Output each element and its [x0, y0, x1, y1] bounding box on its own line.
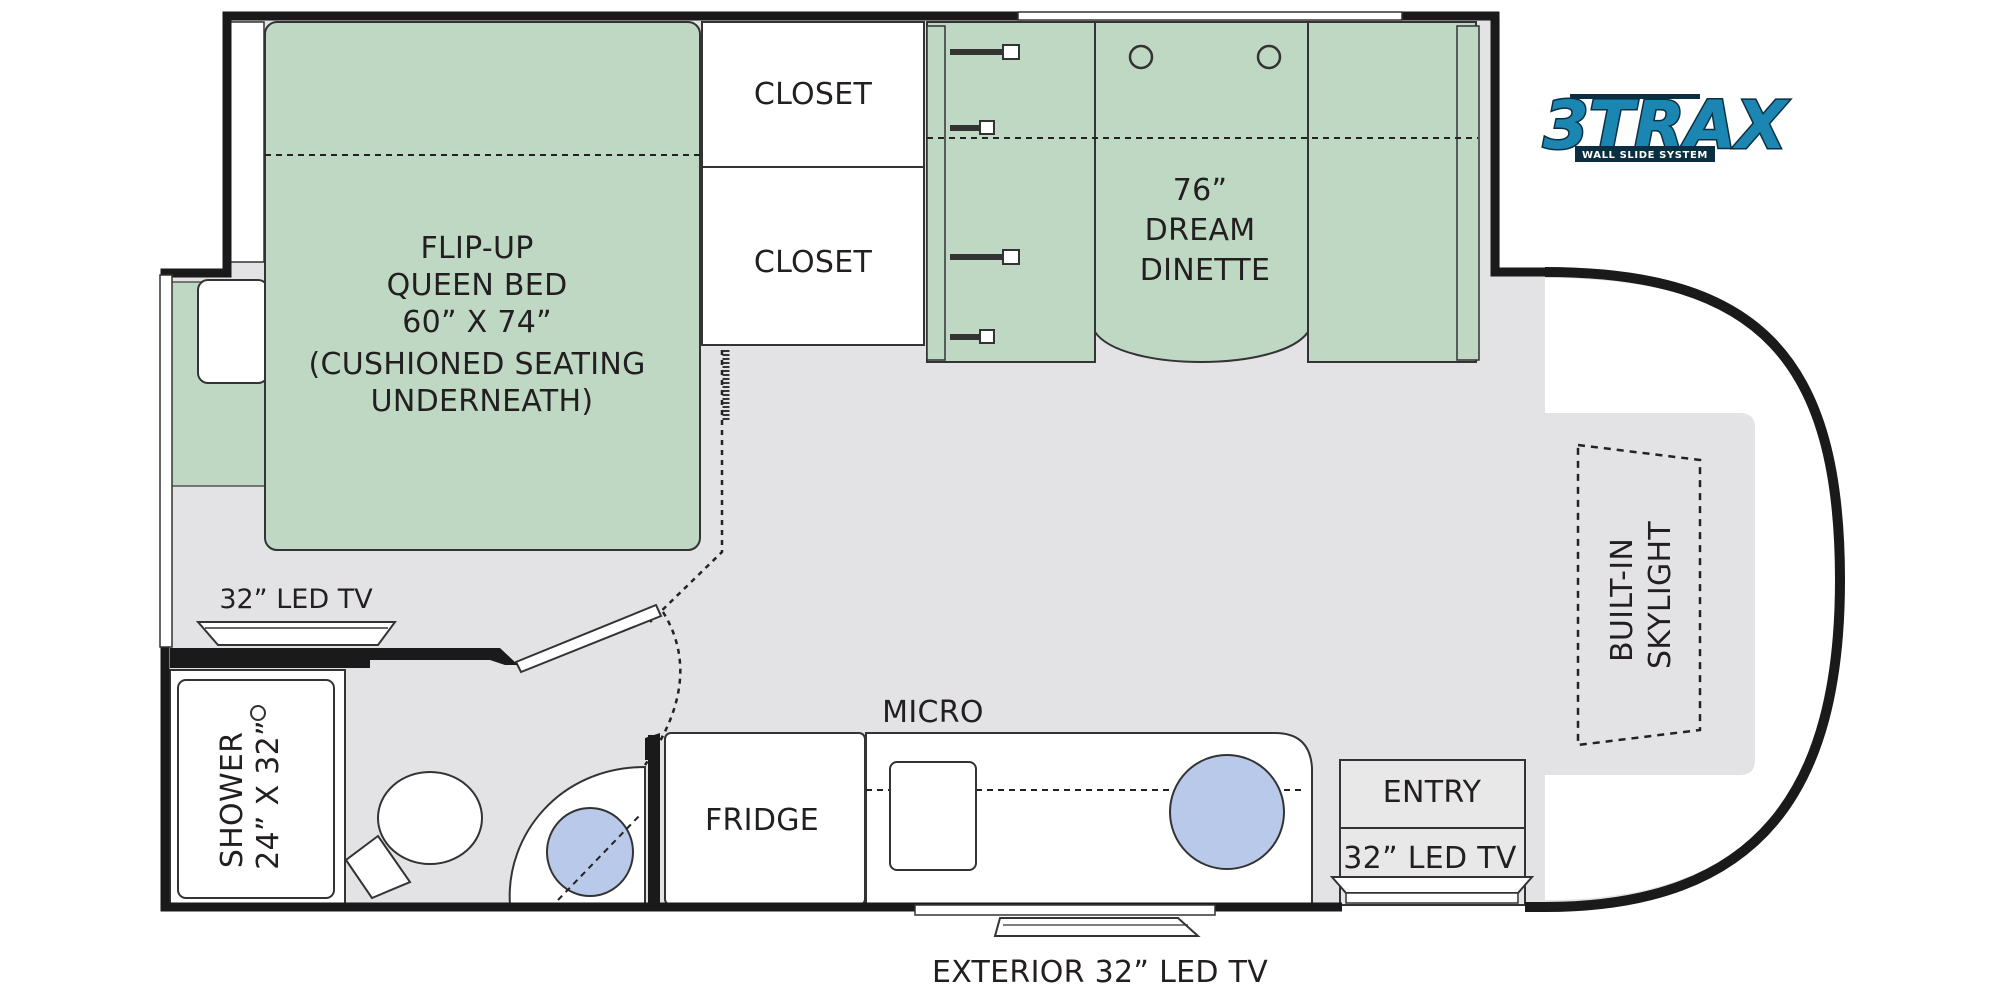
logo-stripe-top	[1570, 94, 1700, 99]
bedroom-tv-label: 32” LED TV	[219, 584, 373, 615]
closet-upper	[701, 21, 925, 168]
kitchen: FRIDGE MICRO	[664, 695, 1313, 906]
svg-text:SHOWER 24” X 32”: SHOWER 24” X 32”	[215, 720, 286, 870]
skylight-label-line-2: SKYLIGHT	[1643, 521, 1678, 669]
svg-text:FLIP-UP QUEEN BED: FLIP-UP QUEEN BED 60” X 74” (CUSHIONED S…	[308, 231, 655, 419]
bathroom: SHOWER 24” X 32”	[169, 665, 660, 906]
entry-tv-label: 32” LED TV	[1343, 841, 1517, 876]
skylight-label-line-1: BUILT-IN	[1605, 538, 1640, 662]
logo-tagline: WALL SLIDE SYSTEM	[1582, 150, 1708, 161]
shower-label-line-1: SHOWER	[215, 732, 250, 868]
window-rear-strip	[1017, 11, 1403, 21]
galley-sink	[1169, 754, 1285, 870]
rear-window	[227, 21, 265, 263]
bath-vanity-fold	[557, 814, 641, 901]
cup-holder-left	[1128, 44, 1154, 70]
micro-label: MICRO	[882, 695, 984, 730]
bed-label-line-2: QUEEN BED	[387, 268, 568, 303]
dinette: 76” DREAM DINETTE	[926, 21, 1480, 363]
bed-label-line-5: UNDERNEATH)	[371, 384, 594, 419]
seatbelt-4	[950, 329, 995, 344]
bath-vanity	[508, 765, 646, 906]
exterior-walls	[160, 11, 1846, 912]
bed-side-shelf	[197, 279, 269, 384]
dinette-label-line-1: 76”	[1173, 173, 1228, 208]
seatbelt-3	[950, 249, 1020, 265]
closet-upper-label: CLOSET	[754, 77, 873, 112]
bed-label-line-3: 60” X 74”	[402, 305, 552, 340]
bath-sink	[546, 807, 634, 897]
toilet	[344, 771, 483, 900]
entry-tv	[1329, 876, 1535, 904]
bed-label-line-1: FLIP-UP	[420, 231, 533, 266]
dinette-table	[1094, 21, 1309, 363]
shower-pan	[177, 679, 335, 899]
cup-holder-right	[1256, 44, 1282, 70]
bedroom-tv	[195, 621, 397, 646]
bed-label-line-4: (CUSHIONED SEATING	[308, 347, 645, 382]
dinette-label-line-3: DINETTE	[1140, 253, 1271, 288]
seatbelt-1	[950, 44, 1020, 60]
closet-lower-label: CLOSET	[754, 245, 873, 280]
seatbelt-2	[950, 120, 995, 135]
closets: CLOSET CLOSET	[701, 21, 925, 346]
dinette-left-arm	[926, 25, 946, 361]
dinette-label-line-2: DREAM	[1145, 213, 1256, 248]
dinette-seat-right	[1307, 21, 1477, 363]
three-trax-logo: 3TRAX WALL SLIDE SYSTEM	[1542, 86, 1792, 166]
shower-label-line-2: 24” X 32”	[251, 720, 286, 870]
entry: ENTRY 32” LED TV	[1329, 759, 1535, 906]
queen-bed	[264, 21, 701, 551]
svg-text:76” DREAM DINETTE: 76” DREAM DINETTE	[1140, 173, 1271, 288]
svg-text:BUILT-IN SKYLIGHT: BUILT-IN SKYLIGHT	[1605, 521, 1678, 669]
cab-dashboard	[1545, 278, 1835, 900]
fridge-label: FRIDGE	[705, 803, 819, 838]
dinette-seat-left	[926, 21, 1096, 363]
entry-label: ENTRY	[1383, 775, 1482, 810]
stove	[889, 761, 977, 871]
built-in-skylight: BUILT-IN SKYLIGHT	[1576, 443, 1702, 747]
bedroom: FLIP-UP QUEEN BED 60” X 74” (CUSHIONED S…	[169, 21, 701, 646]
exterior-tv-label: EXTERIOR 32” LED TV	[932, 955, 1268, 990]
closet-lower	[701, 166, 925, 346]
shower-drain	[250, 705, 266, 721]
interior-walls	[159, 274, 660, 907]
exterior-tv: EXTERIOR 32” LED TV	[914, 904, 1268, 990]
dinette-right-arm	[1456, 25, 1480, 361]
